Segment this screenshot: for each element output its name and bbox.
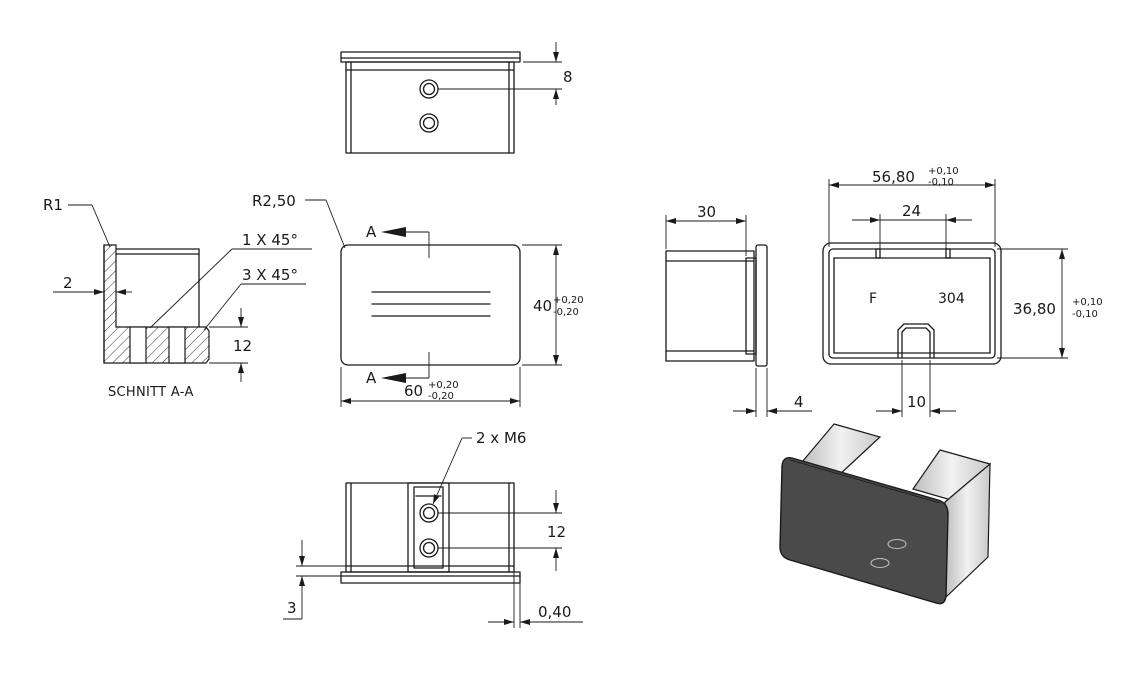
main-view-face (340, 244, 521, 366)
top-view-body (345, 61, 515, 154)
top-view-flange (340, 51, 521, 63)
dim-front-slot-10: 10 (907, 393, 926, 411)
label-chamfer-3: 3 X 45° (242, 266, 298, 284)
tol-width-60-upper: +0,20 (428, 380, 459, 391)
dim-flange-3: 3 (287, 599, 297, 617)
dim-front-height: 36,80 (1013, 300, 1056, 318)
dim-side-depth: 30 (697, 203, 716, 221)
label-thread-callout: 2 x M6 (476, 429, 526, 447)
top-view-hole-2 (419, 113, 439, 133)
isometric-view (779, 423, 992, 605)
iso-hole-2 (870, 557, 890, 569)
tol-front-height-upper: +0,10 (1072, 297, 1103, 308)
tol-front-height-lower: -0,10 (1072, 309, 1098, 320)
tol-front-width-lower: -0,10 (928, 177, 954, 188)
dim-height-40: 40 (533, 297, 552, 315)
front-view: F 304 56,80 +0,10 -0,10 24 36,80 +0,10 -… (822, 166, 1103, 417)
section-view: SCHNITT A-A R1 2 1 X 45° 3 X 45° 12 (43, 196, 312, 400)
tol-height-40-lower: -0,20 (553, 307, 579, 318)
top-view: 8 (340, 42, 573, 154)
dim-hole-spacing: 12 (547, 523, 566, 541)
tol-width-60-lower: -0,20 (428, 391, 454, 402)
marking-f: F (869, 291, 877, 307)
iso-hole-1 (887, 538, 907, 550)
bottom-view-hole-2 (419, 538, 439, 558)
dim-pocket-depth: 12 (233, 337, 252, 355)
bottom-view-flange (340, 571, 521, 584)
tol-height-40-upper: +0,20 (553, 295, 584, 306)
section-arrow-top: A (366, 223, 377, 241)
section-hatch (103, 244, 210, 364)
dim-top-hole-offset: 8 (563, 68, 573, 86)
iso-front-plate (779, 456, 949, 605)
section-caption: SCHNITT A-A (108, 385, 194, 400)
dim-offset-0-40: 0,40 (538, 603, 571, 621)
main-view: A A R2,50 40 +0,20 -0,20 60 +0,20 -0,20 (252, 192, 584, 407)
top-view-hole-1 (419, 79, 439, 99)
dim-width-60: 60 (404, 382, 423, 400)
dim-front-slot-24: 24 (902, 202, 921, 220)
label-r2-50: R2,50 (252, 192, 296, 210)
front-view-outline (822, 242, 1002, 365)
bottom-view-hole-1 (419, 503, 439, 523)
tol-front-width-upper: +0,10 (928, 166, 959, 177)
section-arrow-bottom: A (366, 369, 377, 387)
side-view: 30 4 (665, 203, 812, 417)
dim-side-flange: 4 (794, 393, 804, 411)
dim-wall: 2 (63, 274, 73, 292)
label-r1: R1 (43, 196, 63, 214)
side-view-flange (755, 244, 768, 367)
side-view-body (665, 250, 755, 362)
marking-304: 304 (938, 291, 965, 307)
dim-front-width: 56,80 (872, 168, 915, 186)
bottom-view: 2 x M6 12 3 0,40 (283, 429, 583, 628)
label-chamfer-1: 1 X 45° (242, 231, 298, 249)
